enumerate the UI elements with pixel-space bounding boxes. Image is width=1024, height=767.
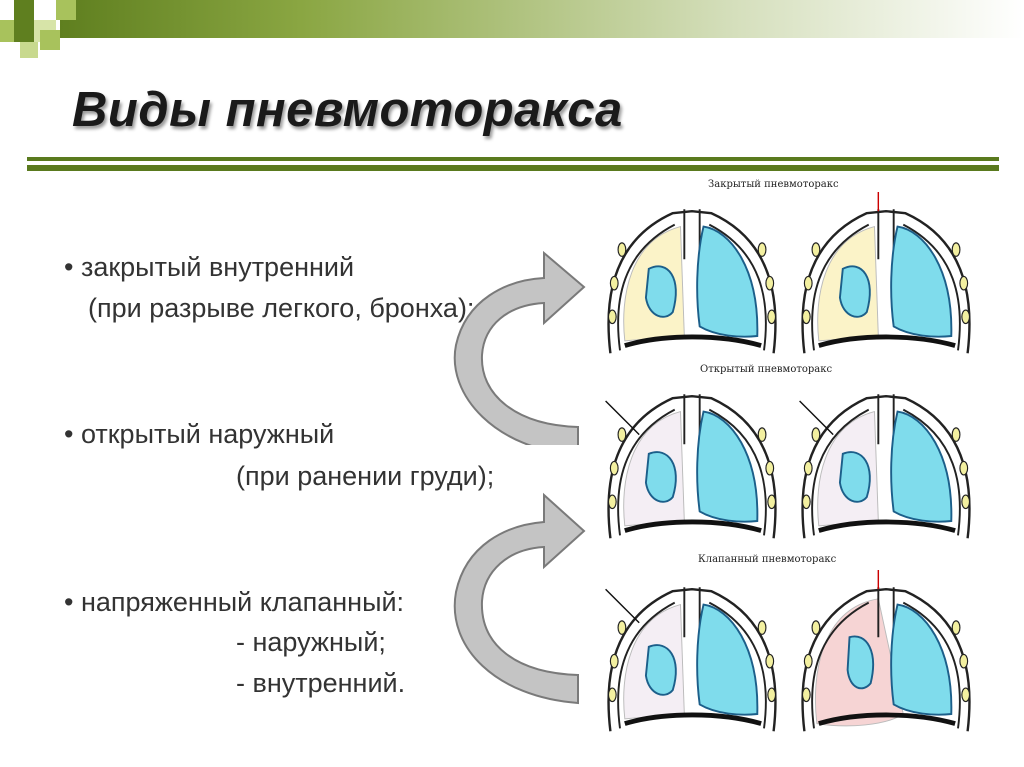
- decor-square: [40, 30, 60, 50]
- decor-square: [34, 0, 56, 20]
- slide-title: Виды пневмоторакса: [72, 83, 623, 137]
- header-gradient-bar: [60, 0, 1024, 38]
- title-divider: [27, 157, 999, 161]
- decor-square: [14, 20, 34, 42]
- item-tension-internal: - внутренний.: [236, 668, 406, 698]
- title-divider: [27, 165, 999, 171]
- decor-square: [56, 0, 76, 20]
- label-closed: Закрытый пневмоторакс: [708, 179, 839, 190]
- decor-square: [20, 42, 38, 58]
- decor-square: [14, 0, 34, 20]
- label-open: Открытый пневмоторакс: [700, 364, 833, 375]
- label-valve: Клапанный пневмоторакс: [698, 554, 837, 565]
- curved-arrow-icon: [453, 250, 586, 445]
- item-open-title: • открытый наружный: [64, 419, 335, 449]
- item-tension-external: - наружный;: [236, 627, 386, 657]
- item-tension-title: • напряженный клапанный:: [64, 587, 405, 617]
- item-open-detail: (при ранении груди);: [236, 461, 495, 491]
- decor-square: [0, 20, 14, 42]
- item-closed-detail: (при разрыве легкого, бронха);: [88, 293, 475, 323]
- item-closed-title: • закрытый внутренний: [64, 252, 355, 282]
- pneumothorax-diagram: Закрытый пневмоторакс Открытый пневмотор…: [605, 179, 988, 752]
- curved-arrow-icon: [453, 492, 586, 705]
